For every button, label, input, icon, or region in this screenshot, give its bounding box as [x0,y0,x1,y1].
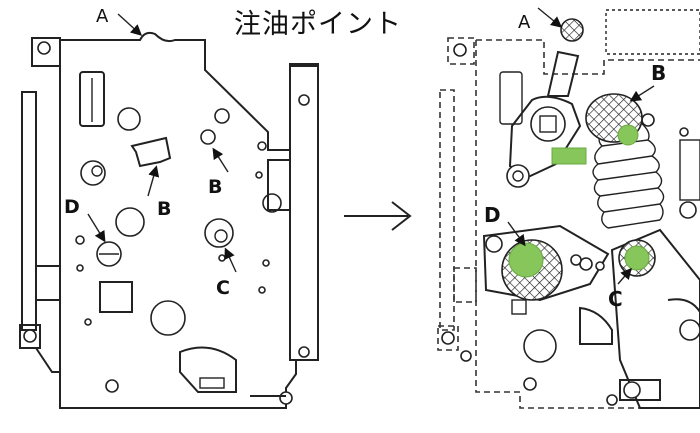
transition-arrow [344,201,412,231]
left-label-b-lever: B [157,198,171,220]
right-point-a-pivot [560,18,584,42]
left-mechanism [19,31,319,409]
right-arrow-b [629,85,655,102]
right-callouts: A B D C [484,7,666,311]
left-arrow-b-lever [147,165,160,197]
right-label-a: A [518,12,531,33]
left-label-c: C [216,277,230,299]
left-label-d: D [64,196,80,218]
right-lower-arm [482,224,610,302]
left-arrow-d [87,213,106,243]
oil-spot-lever [551,147,587,165]
left-arrow-b-small [212,147,229,173]
left-callouts: A B B D C [64,6,237,299]
right-arrow-d [507,221,526,247]
right-label-b: B [651,61,666,85]
left-point-b-hole [200,129,216,145]
left-arrow-c [224,247,237,273]
oil-spot-c [624,245,650,271]
right-arrow-c [617,267,632,285]
right-arrow-a [537,7,563,28]
oil-spot-d [508,242,544,278]
right-label-d: D [484,203,501,227]
left-arrow-a [117,13,143,36]
left-point-c-hole [204,218,234,248]
right-label-c: C [608,287,623,311]
right-mechanism [437,9,700,409]
oil-spot-b [617,124,639,146]
page-title: 注油ポイント [234,9,402,40]
left-label-a: A [96,6,109,27]
left-label-b-small: B [208,176,222,198]
left-lever-b [130,136,172,168]
